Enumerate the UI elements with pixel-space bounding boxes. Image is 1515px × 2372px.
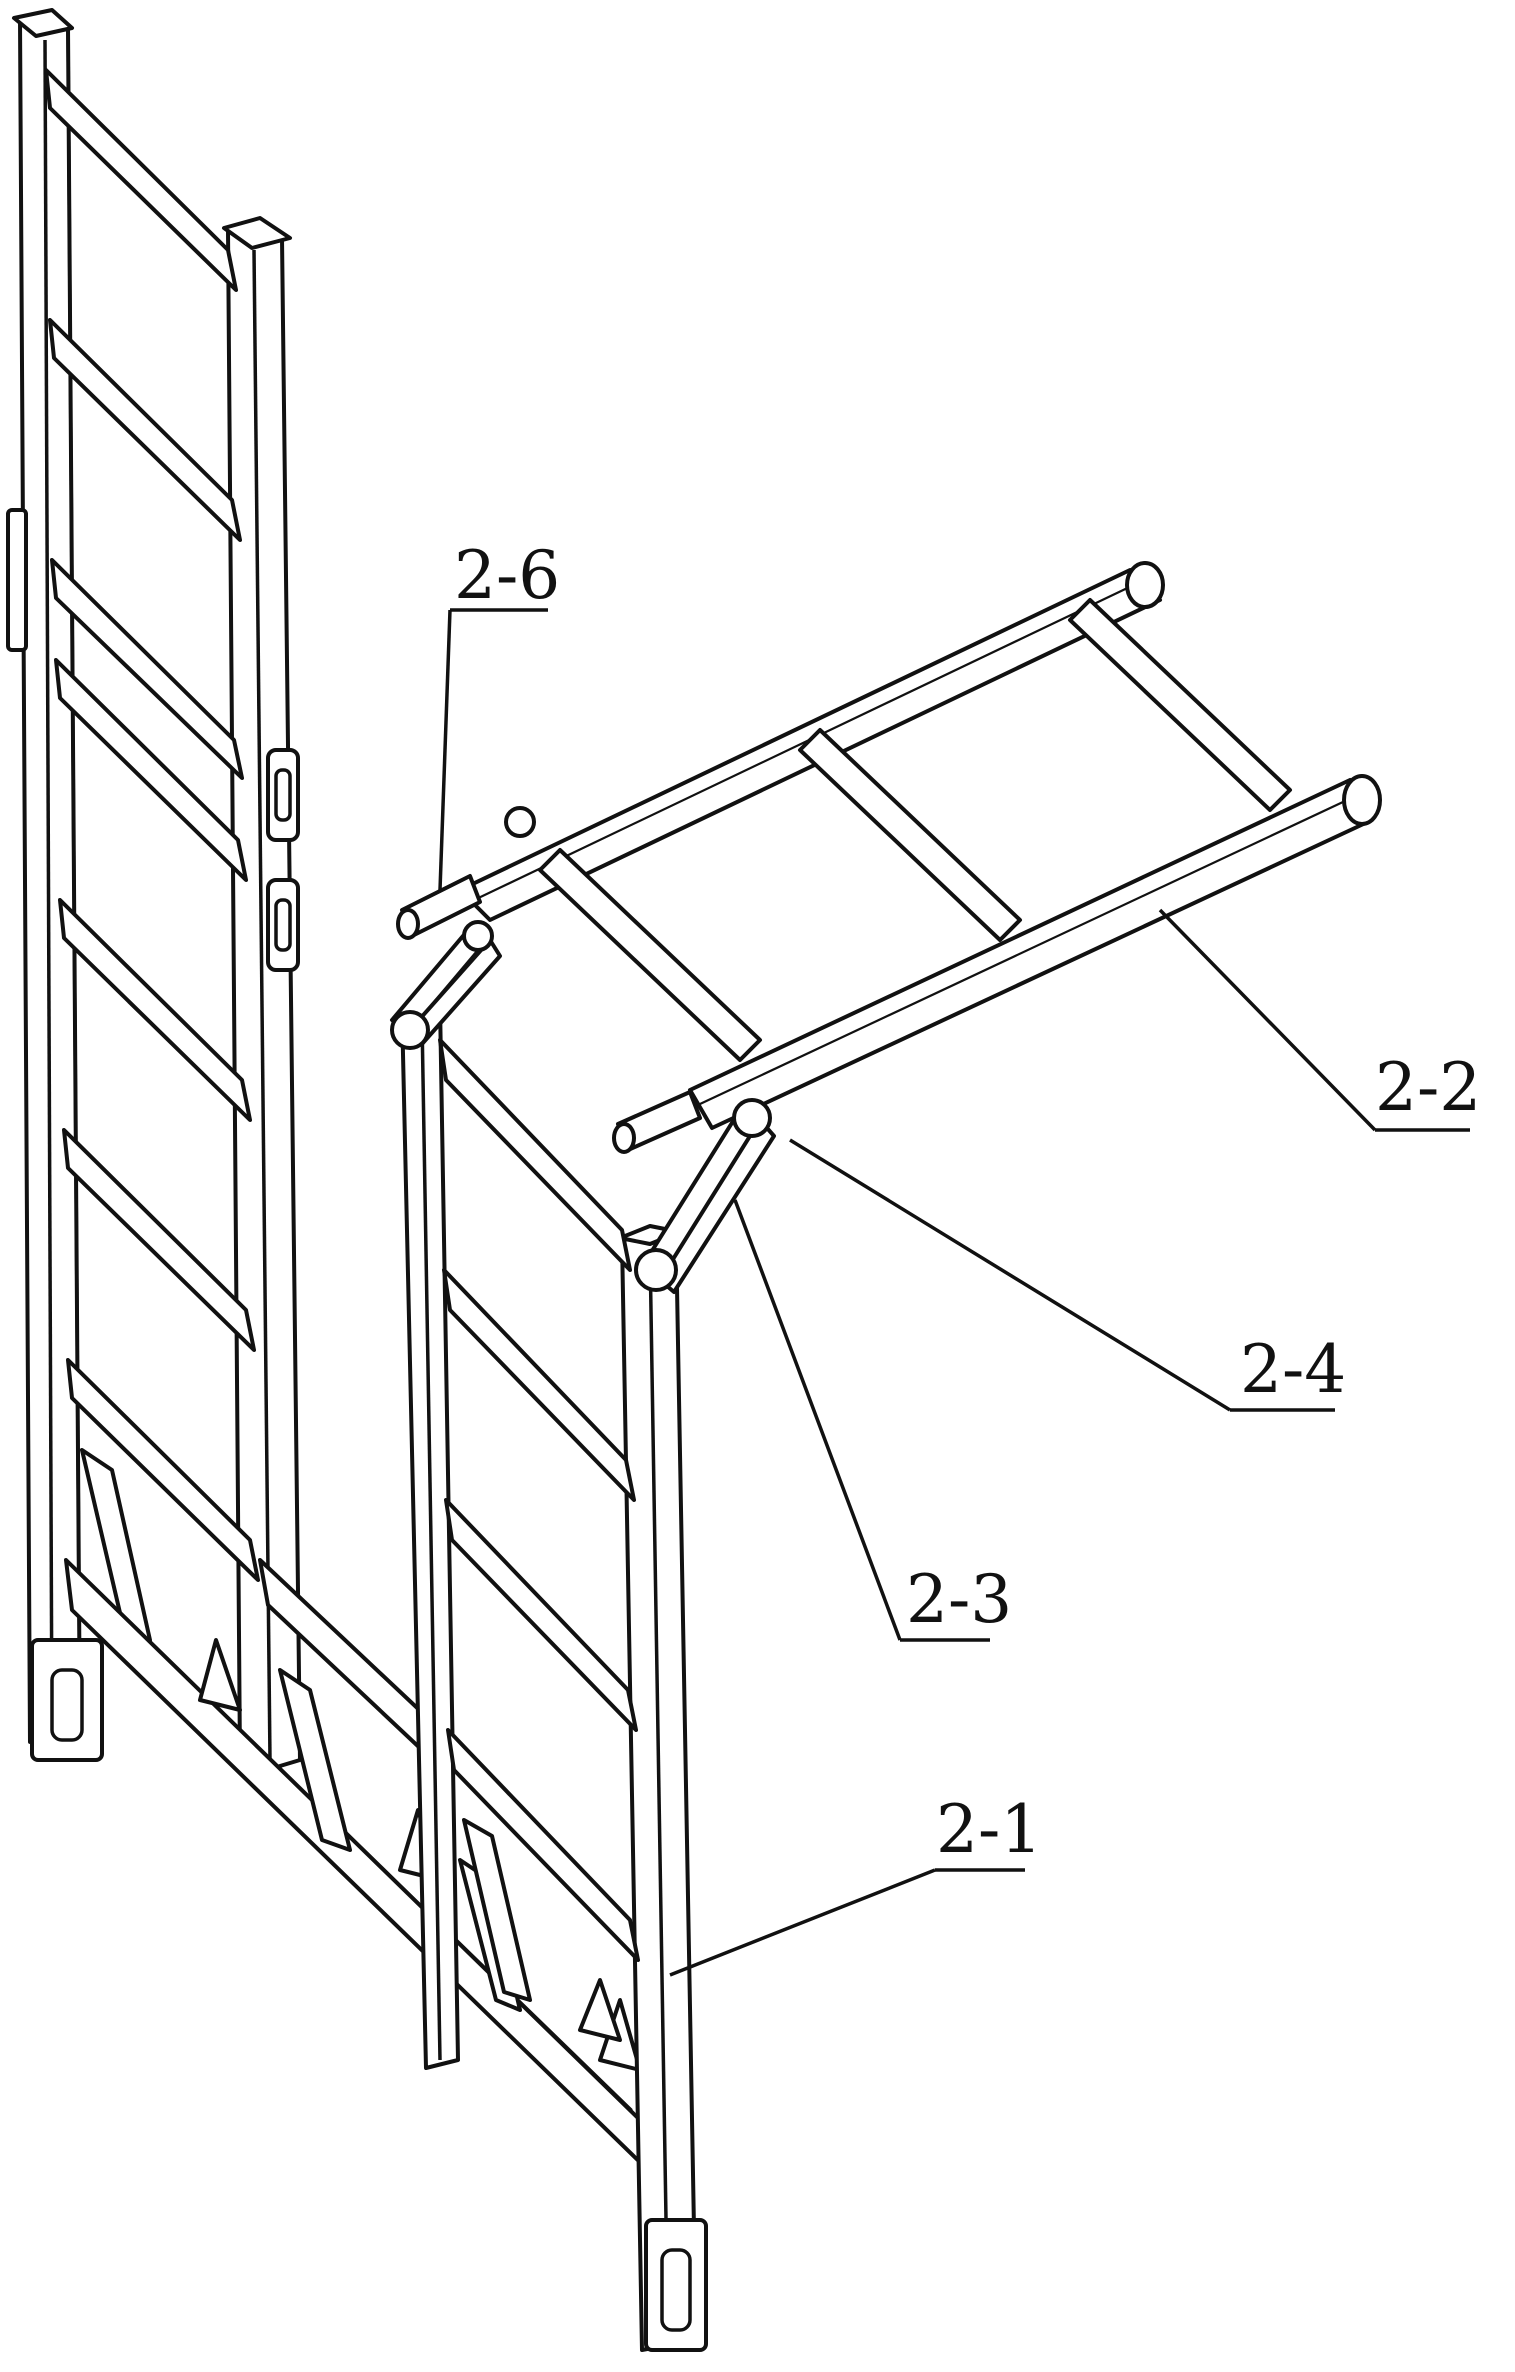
label-2-2: 2-2 bbox=[1375, 1049, 1481, 1126]
top-small-ladder bbox=[396, 561, 1382, 1154]
left-ladder-rungs bbox=[44, 68, 260, 1582]
label-2-6: 2-6 bbox=[454, 537, 560, 614]
label-2-3: 2-3 bbox=[906, 1561, 1012, 1638]
leader-lines bbox=[438, 608, 1470, 1977]
right-ladder-rungs bbox=[438, 1038, 640, 1962]
right-ladder-frame bbox=[400, 1002, 708, 2352]
hinge-links bbox=[390, 806, 776, 1294]
label-2-4: 2-4 bbox=[1240, 1331, 1346, 1408]
label-2-1: 2-1 bbox=[936, 1791, 1042, 1868]
left-ladder-frame bbox=[6, 8, 302, 1774]
